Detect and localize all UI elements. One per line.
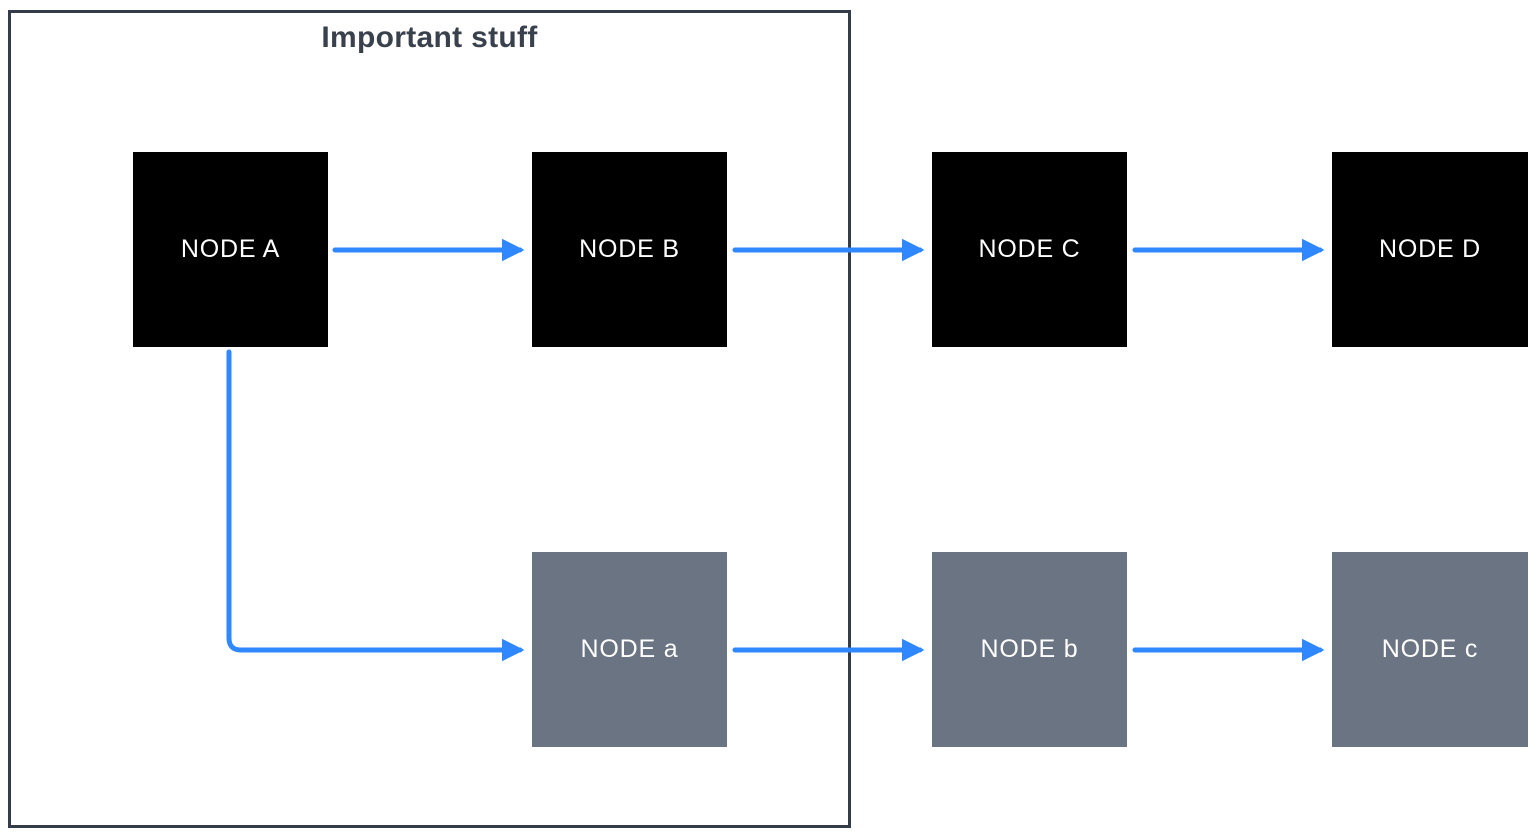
node-a-label: NODE a	[580, 635, 679, 663]
edge-nodeA-nodea[interactable]	[226, 349, 525, 662]
node-b[interactable]: NODE b	[932, 552, 1127, 747]
node-B[interactable]: NODE B	[532, 152, 727, 347]
node-a[interactable]: NODE a	[532, 552, 727, 747]
node-C[interactable]: NODE C	[932, 152, 1127, 347]
group-important-stuff[interactable]: Important stuff	[8, 10, 851, 828]
node-D-label: NODE D	[1378, 235, 1482, 263]
node-A-label: NODE A	[180, 235, 281, 263]
group-title: Important stuff	[321, 21, 538, 54]
node-c-label: NODE c	[1381, 635, 1479, 663]
node-C-label: NODE C	[978, 235, 1081, 263]
node-c[interactable]: NODE c	[1332, 552, 1528, 747]
node-b-label: NODE b	[980, 635, 1079, 663]
node-A[interactable]: NODE A	[133, 152, 328, 347]
node-D[interactable]: NODE D	[1332, 152, 1528, 347]
node-B-label: NODE B	[579, 235, 680, 263]
